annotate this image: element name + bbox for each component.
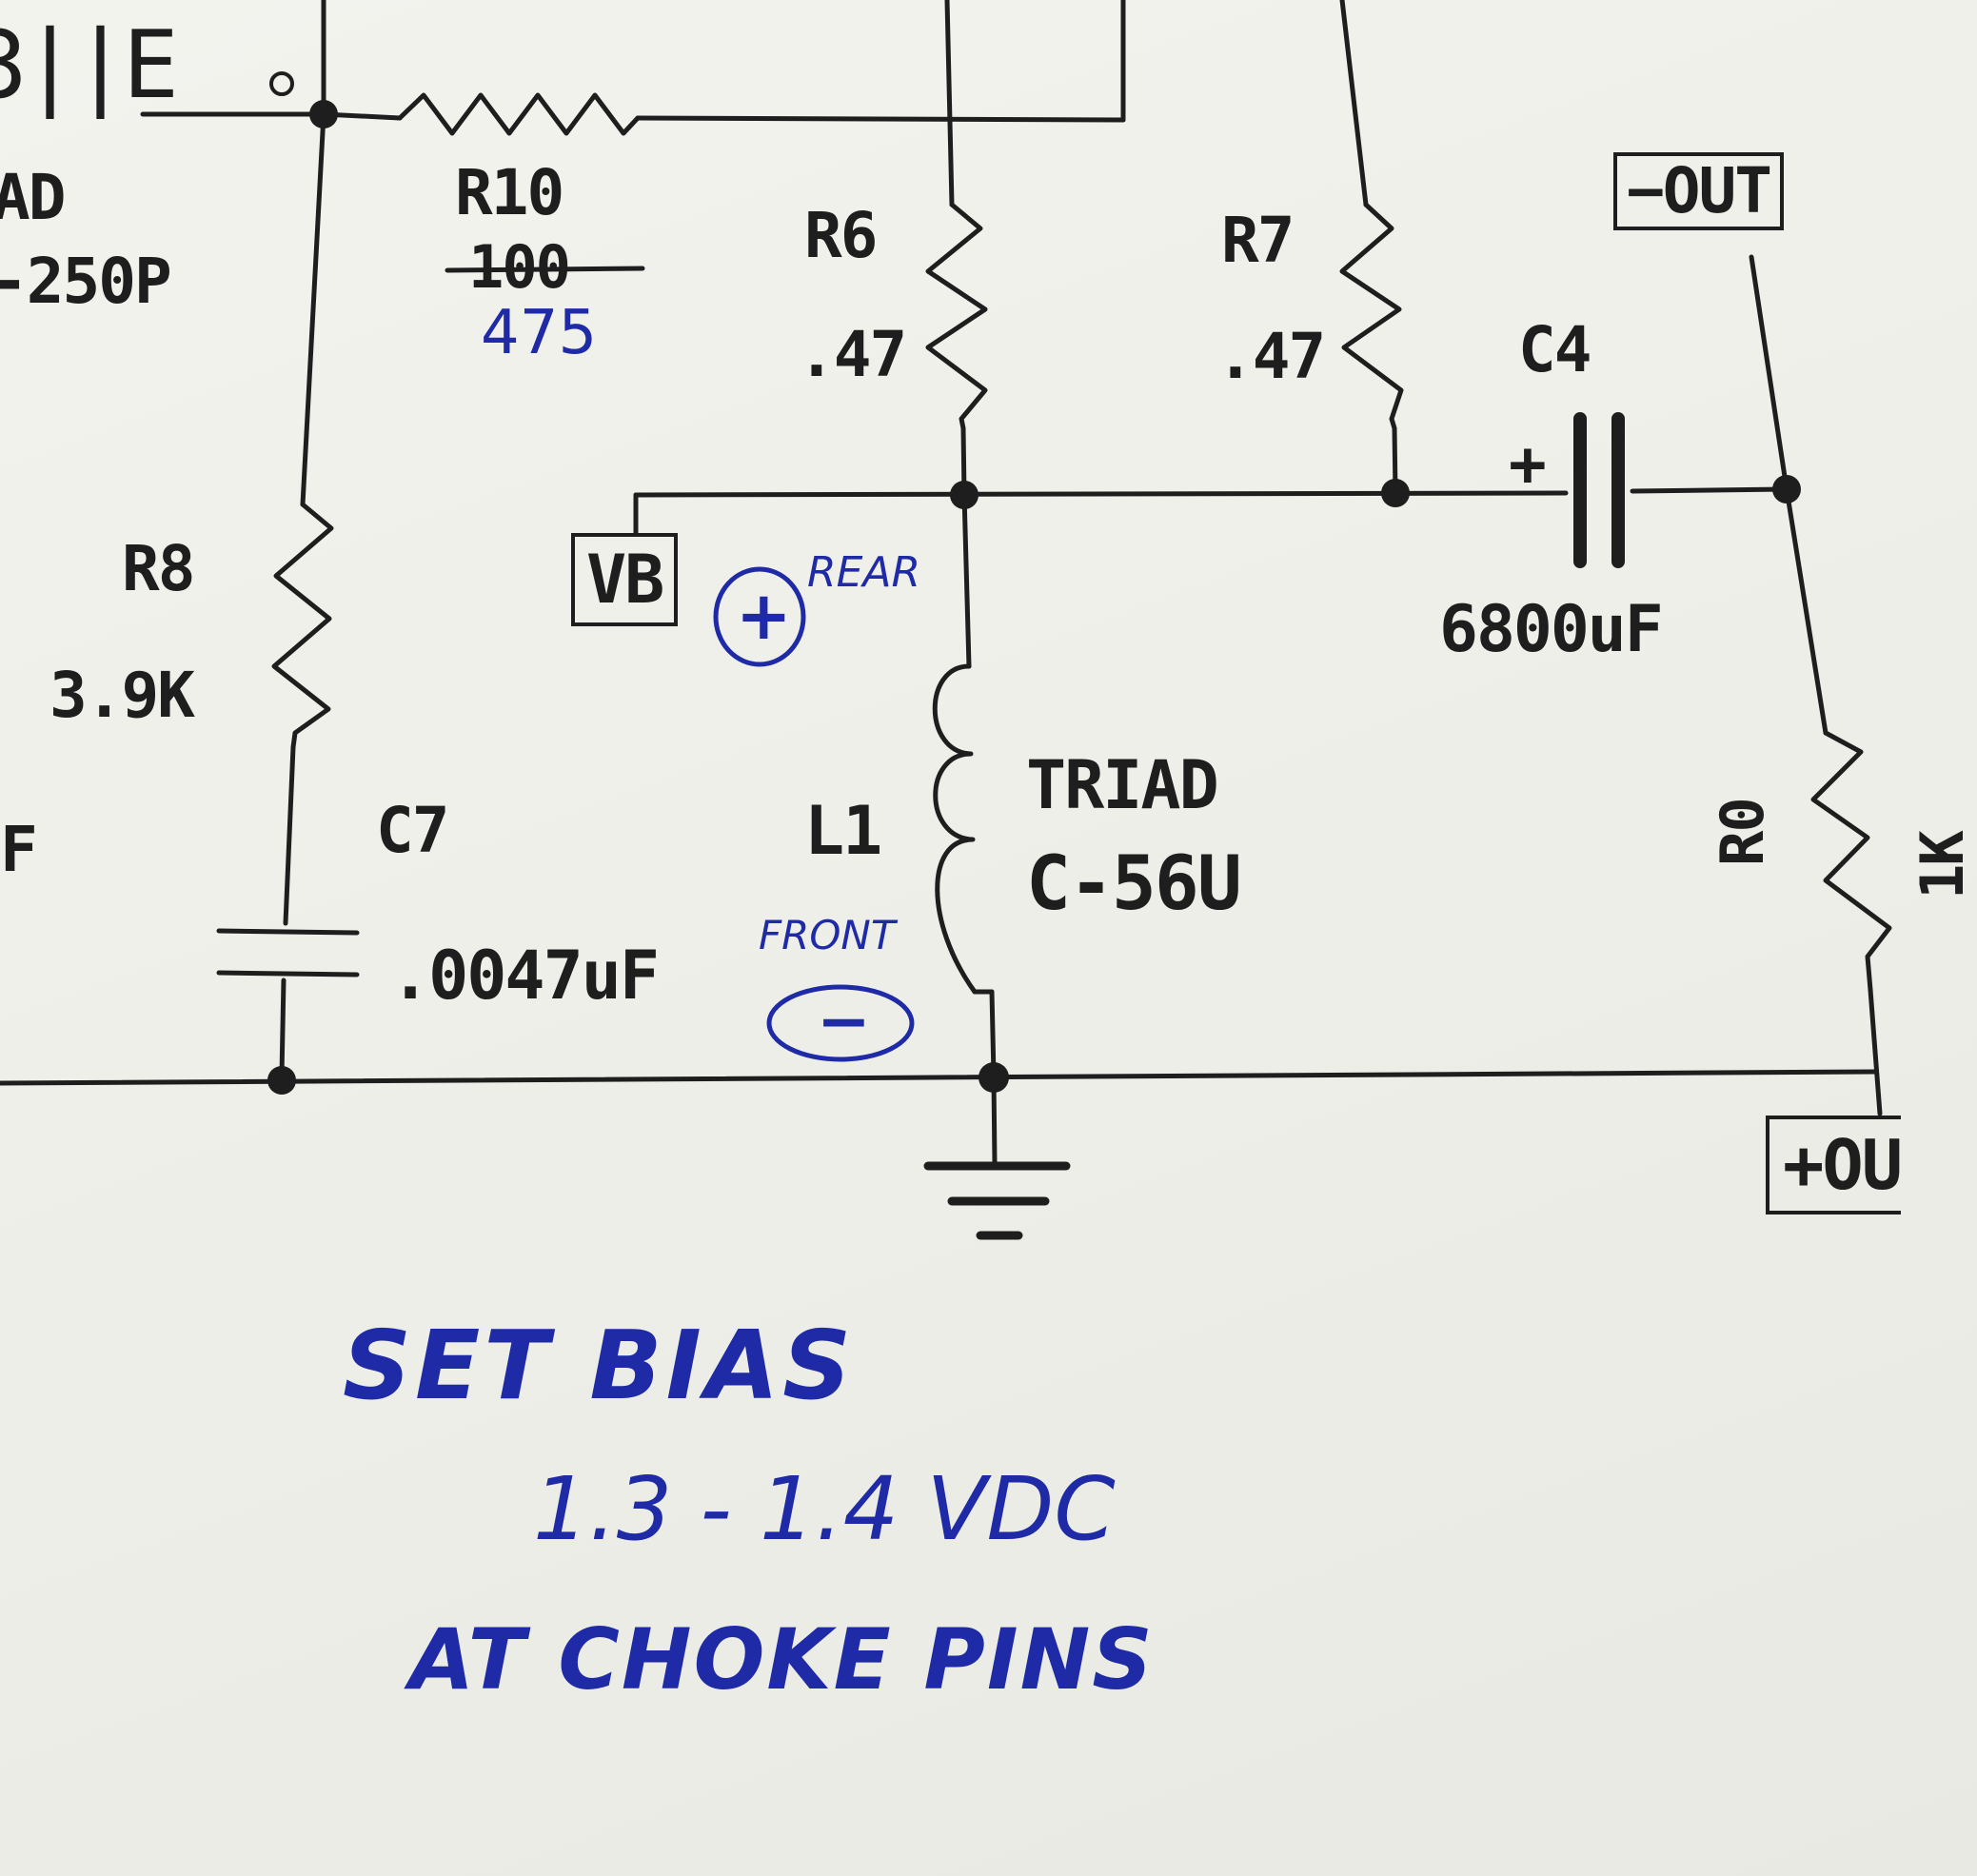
c7-label: C7	[376, 794, 449, 867]
wire-ground-bus	[0, 1069, 1878, 1086]
transformer-part-label: -250P	[0, 245, 172, 318]
vb-terminal: VB	[571, 533, 679, 626]
out-plus-terminal: +OU	[1766, 1116, 1903, 1214]
c7-value: .0047uF	[390, 937, 660, 1015]
c4-polarity: +	[1509, 427, 1547, 501]
r8-label: R8	[122, 532, 195, 605]
r7-label: R7	[1221, 204, 1295, 277]
r0-label: R0	[1708, 799, 1777, 866]
c4-label: C4	[1518, 313, 1591, 386]
ground-symbol	[923, 1075, 1071, 1240]
c4-capacitor-symbol	[1573, 412, 1625, 568]
r0-value: 1K	[1908, 832, 1977, 899]
r10-label: R10	[455, 156, 564, 229]
note-line-3: AT CHOKE PINS	[409, 1610, 1155, 1708]
l1-label: L1	[804, 792, 882, 870]
l1-maker: TRIAD	[1026, 746, 1219, 824]
transformer-maker-label: AD	[0, 161, 66, 234]
r6-label: R6	[804, 199, 878, 272]
r6-resistor-symbol	[925, 202, 988, 431]
rear-plus-sign: +	[736, 577, 792, 655]
transformer-symbol-label: 3||E	[0, 11, 179, 120]
terminal-circle	[269, 71, 294, 96]
junction-dot	[267, 1066, 296, 1095]
r8-value: 3.9K	[49, 659, 195, 732]
out-minus-terminal: −OUT	[1613, 152, 1784, 230]
left-edge-label: F	[0, 813, 38, 886]
r7-resistor-symbol	[1339, 202, 1404, 431]
rear-label: REAR	[807, 548, 921, 597]
rear-plus-circle	[713, 566, 806, 667]
c4-value: 6800uF	[1439, 592, 1664, 667]
front-minus-sign: −	[817, 984, 871, 1059]
wire-bus	[633, 490, 1569, 498]
front-minus-circle	[766, 984, 915, 1062]
r8-resistor-symbol	[271, 502, 334, 750]
strike-through	[445, 266, 645, 273]
l1-part: C-56U	[1026, 841, 1242, 927]
r6-value: .47	[798, 318, 907, 391]
c7-capacitor-symbol	[216, 928, 360, 977]
r0-resistor-symbol	[1810, 730, 1892, 993]
junction-dot	[1381, 479, 1410, 507]
r7-value: .47	[1216, 320, 1326, 393]
front-label: FRONT	[759, 912, 896, 958]
r10-crossed-value: 100	[468, 232, 571, 302]
l1-inductor-symbol	[932, 663, 978, 995]
r10-resistor-symbol	[397, 92, 641, 136]
note-line-2: 1.3 - 1.4 VDC	[533, 1458, 1116, 1560]
note-line-1: SET BIAS	[343, 1310, 856, 1421]
r10-handwritten-value: 475	[481, 298, 598, 368]
